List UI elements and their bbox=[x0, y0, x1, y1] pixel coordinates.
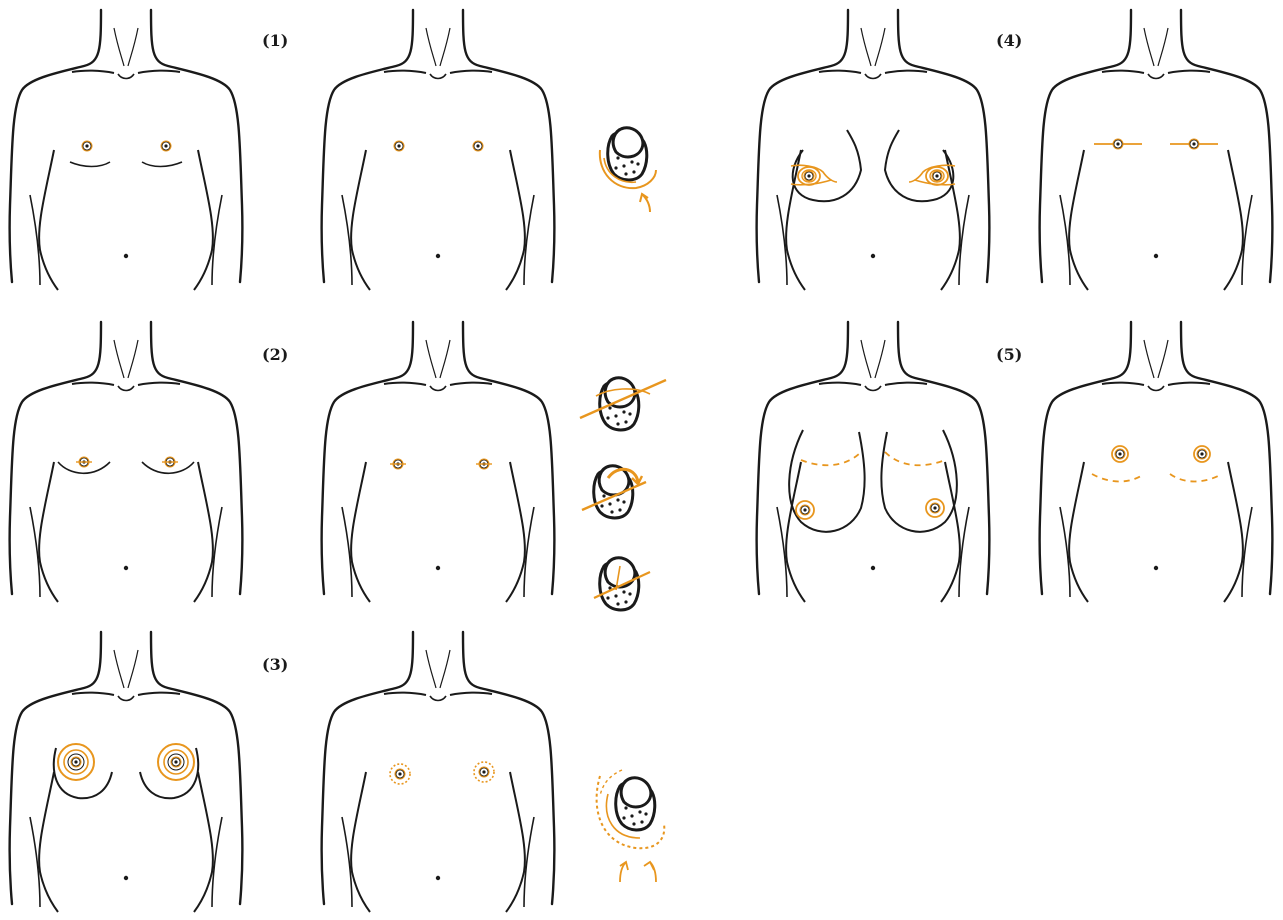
row-5-preop-torso bbox=[757, 322, 990, 602]
row-1-postop-torso bbox=[322, 10, 555, 290]
row-label-5: (5) bbox=[996, 345, 1022, 364]
row-3-preop-torso bbox=[10, 632, 243, 912]
row-2-tissue-transverse-cut-icon bbox=[580, 378, 666, 430]
row-1-preop-torso bbox=[10, 10, 243, 290]
row-label-4: (4) bbox=[996, 31, 1022, 50]
row-label-3: (3) bbox=[262, 655, 288, 674]
row-3-postop-torso bbox=[322, 632, 555, 912]
row-4-postop-torso bbox=[1040, 10, 1273, 290]
row-3-tissue-periareolar-suture-icon bbox=[597, 770, 665, 882]
row-2-postop-torso bbox=[322, 322, 555, 602]
row-2-tissue-curved-arrow-icon bbox=[582, 466, 646, 518]
row-2-tissue-cross-line-icon bbox=[594, 558, 650, 610]
row-label-1: (1) bbox=[262, 31, 288, 50]
row-1-tissue-with-lower-arc-icon bbox=[600, 128, 656, 212]
row-4-preop-torso bbox=[757, 10, 990, 290]
row-5-postop-torso bbox=[1040, 322, 1273, 602]
row-2-preop-torso bbox=[10, 322, 243, 602]
row-label-2: (2) bbox=[262, 345, 288, 364]
